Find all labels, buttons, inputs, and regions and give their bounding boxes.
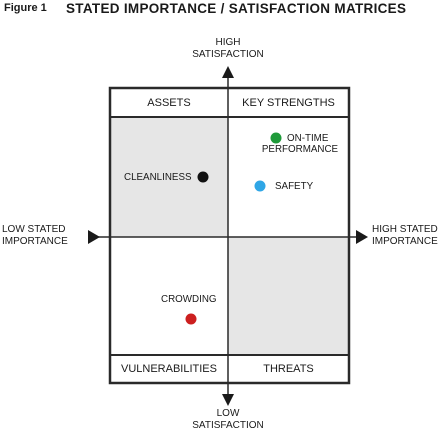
right-axis-label-line1: HIGH STATED xyxy=(372,224,438,235)
on-time-performance-label-line1: ON-TIME xyxy=(287,133,329,144)
left-arrow-icon xyxy=(88,230,100,244)
on-time-performance-label-line2: PERFORMANCE xyxy=(261,144,339,155)
figure-title: STATED IMPORTANCE / SATISFACTION MATRICE… xyxy=(66,1,407,16)
top-axis-label-line1: HIGH xyxy=(215,37,241,48)
figure-label: Figure 1 xyxy=(4,2,47,14)
down-arrow-icon xyxy=(222,394,234,406)
threats-shaded-area xyxy=(228,237,349,355)
crowding-label: CROWDING xyxy=(161,294,217,305)
right-arrow-icon xyxy=(356,230,368,244)
cleanliness-dot xyxy=(197,171,209,183)
left-axis-label-line2: IMPORTANCE xyxy=(2,235,68,247)
bottom-axis-label-line2: SATISFACTION xyxy=(192,419,264,431)
left-axis-label-line1: LOW STATED xyxy=(2,224,66,235)
up-arrow-icon xyxy=(222,66,234,78)
right-axis-label-line2: IMPORTANCE xyxy=(372,235,438,247)
assets-header: ASSETS xyxy=(147,97,191,109)
bottom-axis-label-line1: LOW xyxy=(216,408,240,419)
crowding-dot xyxy=(185,313,197,325)
top-axis-label-line2: SATISFACTION xyxy=(192,48,264,60)
top-axis-label: HIGH SATISFACTION xyxy=(178,37,278,60)
right-axis-label: HIGH STATED IMPORTANCE xyxy=(372,224,440,247)
bottom-axis-label: LOW SATISFACTION xyxy=(178,408,278,431)
vulnerabilities-header: VULNERABILITIES xyxy=(121,363,217,375)
safety-label: SAFETY xyxy=(275,181,314,192)
cleanliness-label: CLEANLINESS xyxy=(124,172,192,183)
threats-header: THREATS xyxy=(263,363,314,375)
matrix-frame xyxy=(108,86,351,385)
key-strengths-header: KEY STRENGTHS xyxy=(242,97,335,109)
on-time-performance-dot xyxy=(270,132,282,144)
left-axis-label: LOW STATED IMPORTANCE xyxy=(2,224,86,247)
on-time-performance-label: ON-TIME PERFORMANCE xyxy=(262,133,349,155)
safety-dot xyxy=(254,180,266,192)
